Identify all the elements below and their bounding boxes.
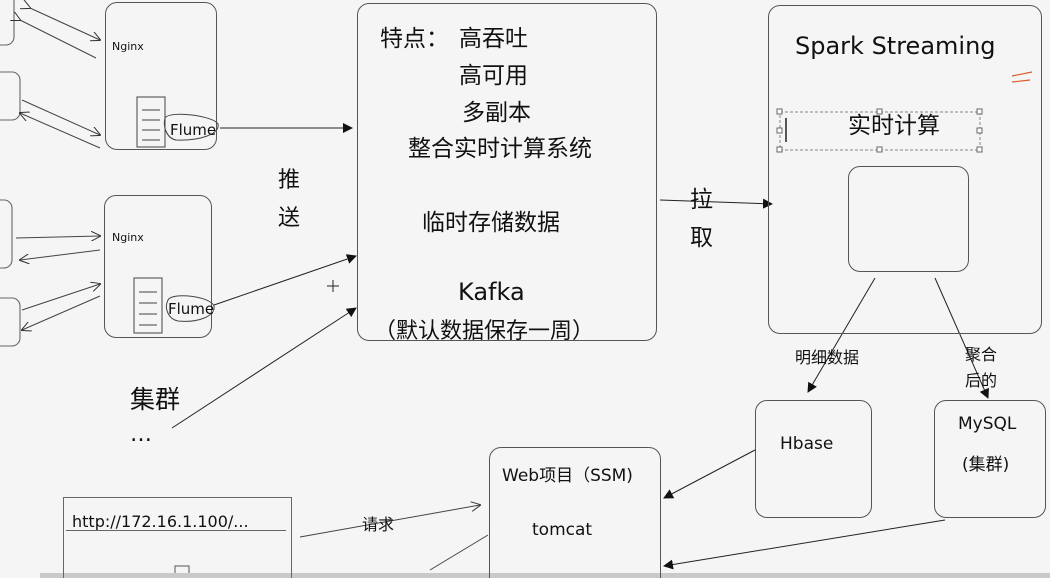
edge-client-to-nginx-bottom-1 — [15, 236, 100, 238]
edge-web-to-browser — [429, 534, 489, 571]
cursor-cross-icon — [327, 280, 339, 292]
log-file-icon — [136, 96, 166, 148]
web-project-server: tomcat — [532, 520, 593, 540]
client-box-4 — [0, 297, 21, 347]
edge-client-to-nginx-top-1 — [30, 8, 100, 40]
client-box-1 — [0, 0, 15, 46]
edge-spark-to-mysql — [934, 277, 989, 399]
edge-spark-to-hbase — [807, 277, 876, 393]
cluster-ellipsis: … — [130, 422, 152, 447]
kafka-feature-replicas: 多副本 — [462, 100, 531, 126]
flume-outline-bottom — [165, 295, 215, 322]
kafka-feature-high-availability: 高可用 — [459, 63, 528, 89]
client-box-3 — [0, 199, 13, 269]
edge-client-to-nginx-bottom-4 — [22, 295, 101, 330]
edge-mysql-to-web — [663, 519, 946, 570]
edge-client-to-nginx-bottom-3 — [21, 284, 100, 311]
hbase-label: Hbase — [780, 434, 834, 454]
edge-client-to-nginx-bottom-2 — [20, 249, 101, 260]
browser-window — [63, 497, 292, 578]
flume-label-top: Flume — [170, 121, 217, 139]
push-label-char-2: 送 — [278, 206, 301, 231]
web-project-title: Web项目（SSM) — [502, 466, 633, 486]
kafka-features-label: 特点： — [380, 26, 449, 52]
edge-hbase-to-web — [663, 449, 756, 499]
spark-inner-box — [848, 166, 969, 272]
selection-handles — [776, 108, 983, 153]
request-label: 请求 — [362, 515, 395, 534]
edge-client-to-nginx-top-3 — [21, 99, 100, 135]
pull-label-char-2: 取 — [690, 225, 713, 251]
nginx-box-bottom — [104, 195, 212, 338]
detail-data-label: 明细数据 — [795, 348, 860, 367]
edge-cluster-to-kafka — [171, 307, 357, 429]
nginx-box-top — [105, 2, 217, 150]
edge-mark — [1011, 79, 1031, 83]
edge-browser-to-web — [299, 505, 480, 538]
flume-outline-top — [163, 113, 219, 141]
mysql-note: (集群) — [962, 455, 1010, 475]
edge-client-to-nginx-top-4 — [20, 113, 101, 149]
kafka-feature-integration: 整合实时计算系统 — [408, 136, 592, 162]
bottom-scroll-bar — [40, 573, 1050, 578]
flume-label-bottom: Flume — [168, 300, 215, 318]
log-file-icon — [133, 277, 163, 334]
spark-title: Spark Streaming — [795, 32, 996, 60]
kafka-retention: （默认数据保存一周） — [374, 319, 595, 344]
kafka-feature-high-throughput: 高吞吐 — [459, 26, 528, 52]
browser-widget — [174, 565, 190, 578]
browser-url-underline — [66, 530, 286, 531]
pull-label-char-1: 拉 — [690, 187, 713, 213]
spark-realtime-label: 实时计算 — [848, 113, 940, 139]
aggregated-label-line-2: 后的 — [965, 371, 998, 390]
client-box-2 — [0, 71, 21, 121]
edge-mark — [1011, 71, 1033, 77]
hbase-box — [755, 400, 872, 518]
kafka-temp-storage: 临时存储数据 — [422, 210, 560, 236]
edge-kafka-to-spark — [659, 198, 773, 209]
mysql-box — [934, 400, 1046, 518]
edge-flume-bottom-to-kafka — [213, 254, 357, 306]
nginx-label-bottom: Nginx — [112, 231, 144, 244]
mysql-label: MySQL — [958, 414, 1017, 434]
edge-client-to-nginx-top-2 — [20, 20, 97, 59]
aggregated-label-line-1: 聚合 — [965, 345, 998, 364]
spark-streaming-box — [768, 5, 1042, 334]
web-project-box — [489, 447, 661, 578]
kafka-box — [357, 3, 657, 341]
nginx-label-top: Nginx — [112, 40, 144, 53]
browser-url[interactable]: http://172.16.1.100/... — [72, 512, 249, 531]
kafka-name: Kafka — [458, 278, 525, 306]
push-label-char-1: 推 — [278, 168, 301, 193]
cluster-label: 集群 — [130, 385, 181, 414]
